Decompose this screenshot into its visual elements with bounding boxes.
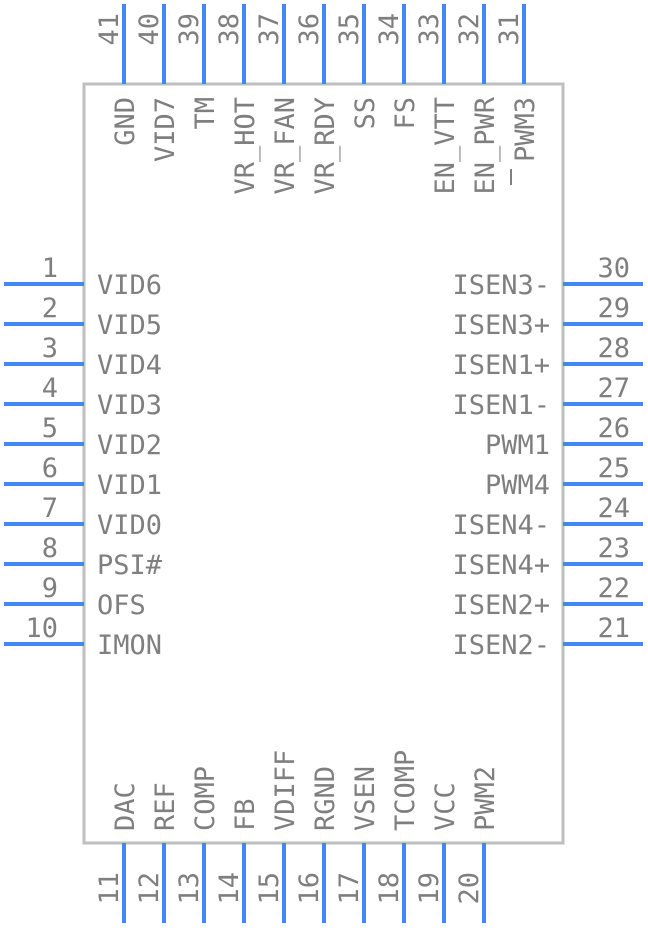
pin-name-20: PWM2 bbox=[470, 766, 501, 831]
pin-name-35: SS bbox=[350, 97, 381, 130]
pin-name-31: PWM3 bbox=[510, 97, 541, 162]
pin-number-21: 21 bbox=[597, 613, 630, 644]
pin-number-35: 35 bbox=[334, 13, 365, 46]
pin-name-4: VID3 bbox=[97, 390, 162, 421]
pin-name-34: FS bbox=[390, 97, 421, 130]
pin-name-28: ISEN1+ bbox=[452, 350, 550, 381]
pin-number-31: 31 bbox=[494, 13, 525, 46]
pin-number-27: 27 bbox=[597, 373, 630, 404]
pin-name-14: FB bbox=[230, 798, 261, 831]
pin-name-37: VR_FAN bbox=[270, 97, 301, 195]
pin-number-33: 33 bbox=[414, 13, 445, 46]
pin-number-5: 5 bbox=[42, 413, 58, 444]
pin-name-15: VDIFF bbox=[270, 750, 301, 831]
pin-name-7: VID0 bbox=[97, 510, 162, 541]
pin-number-2: 2 bbox=[42, 293, 58, 324]
pin-name-6: VID1 bbox=[97, 470, 162, 501]
pin-number-24: 24 bbox=[597, 493, 630, 524]
pin-name-11: DAC bbox=[110, 782, 141, 831]
pin-number-19: 19 bbox=[414, 872, 445, 905]
pin-number-18: 18 bbox=[374, 872, 405, 905]
pin-number-20: 20 bbox=[454, 872, 485, 905]
pin-number-9: 9 bbox=[42, 573, 58, 604]
pin-name-39: TM bbox=[190, 97, 221, 130]
pin-number-11: 11 bbox=[94, 872, 125, 905]
pin-name-2: VID5 bbox=[97, 310, 162, 341]
pin-name-26: PWM1 bbox=[485, 430, 550, 461]
pin-number-28: 28 bbox=[597, 333, 630, 364]
pin-name-21: ISEN2- bbox=[452, 630, 550, 661]
pin-number-1: 1 bbox=[42, 253, 58, 284]
pin-number-15: 15 bbox=[254, 872, 285, 905]
pin-name-12: REF bbox=[150, 782, 181, 831]
ic-body-outline bbox=[82, 82, 565, 845]
pin-number-32: 32 bbox=[454, 13, 485, 46]
pin-number-6: 6 bbox=[42, 453, 58, 484]
pin-number-29: 29 bbox=[597, 293, 630, 324]
pin-name-30: ISEN3- bbox=[452, 270, 550, 301]
pin-number-41: 41 bbox=[94, 13, 125, 46]
pin-name-24: ISEN4- bbox=[452, 510, 550, 541]
pin-number-39: 39 bbox=[174, 13, 205, 46]
pin-number-3: 3 bbox=[42, 333, 58, 364]
pin-number-25: 25 bbox=[597, 453, 630, 484]
pin-name-27: ISEN1- bbox=[452, 390, 550, 421]
pin-name-5: VID2 bbox=[97, 430, 162, 461]
pin-number-10: 10 bbox=[25, 613, 58, 644]
pin-number-4: 4 bbox=[42, 373, 58, 404]
pin-number-26: 26 bbox=[597, 413, 630, 444]
pin-name-41: GND bbox=[110, 97, 141, 146]
pin-name-19: VCC bbox=[430, 782, 461, 831]
pin-name-29: ISEN3+ bbox=[452, 310, 550, 341]
pin-number-37: 37 bbox=[254, 13, 285, 46]
pin-name-17: VSEN bbox=[350, 766, 381, 831]
pin-name-10: IMON bbox=[97, 630, 162, 661]
pin-name-1: VID6 bbox=[97, 270, 162, 301]
pin-name-9: OFS bbox=[97, 590, 146, 621]
pin-name-36: VR_RDY bbox=[310, 97, 341, 195]
pin-number-40: 40 bbox=[134, 13, 165, 46]
pin-number-16: 16 bbox=[294, 872, 325, 905]
pin-name-22: ISEN2+ bbox=[452, 590, 550, 621]
pin-name-25: PWM4 bbox=[485, 470, 550, 501]
pin-number-23: 23 bbox=[597, 533, 630, 564]
pin-name-33: EN_VTT bbox=[430, 97, 461, 195]
pin-number-7: 7 bbox=[42, 493, 58, 524]
pin-number-17: 17 bbox=[334, 872, 365, 905]
pin-name-3: VID4 bbox=[97, 350, 162, 381]
pin-name-16: RGND bbox=[310, 766, 341, 831]
pin-name-13: COMP bbox=[190, 766, 221, 831]
pin-number-22: 22 bbox=[597, 573, 630, 604]
pin-number-30: 30 bbox=[597, 253, 630, 284]
pin-number-13: 13 bbox=[174, 872, 205, 905]
pin-name-32: EN_PWR bbox=[470, 96, 501, 194]
pin-name-38: VR_HOT bbox=[230, 97, 261, 195]
pin-name-18: TCOMP bbox=[390, 750, 421, 831]
pin-number-38: 38 bbox=[214, 13, 245, 46]
pin-number-12: 12 bbox=[134, 872, 165, 905]
pin-number-8: 8 bbox=[42, 533, 58, 564]
pin-name-8: PSI# bbox=[97, 550, 163, 581]
pin-name-23: ISEN4+ bbox=[452, 550, 550, 581]
pin-name-40: VID7 bbox=[150, 97, 181, 162]
pin-number-36: 36 bbox=[294, 13, 325, 46]
pin-number-14: 14 bbox=[214, 872, 245, 905]
pin-number-34: 34 bbox=[374, 13, 405, 46]
